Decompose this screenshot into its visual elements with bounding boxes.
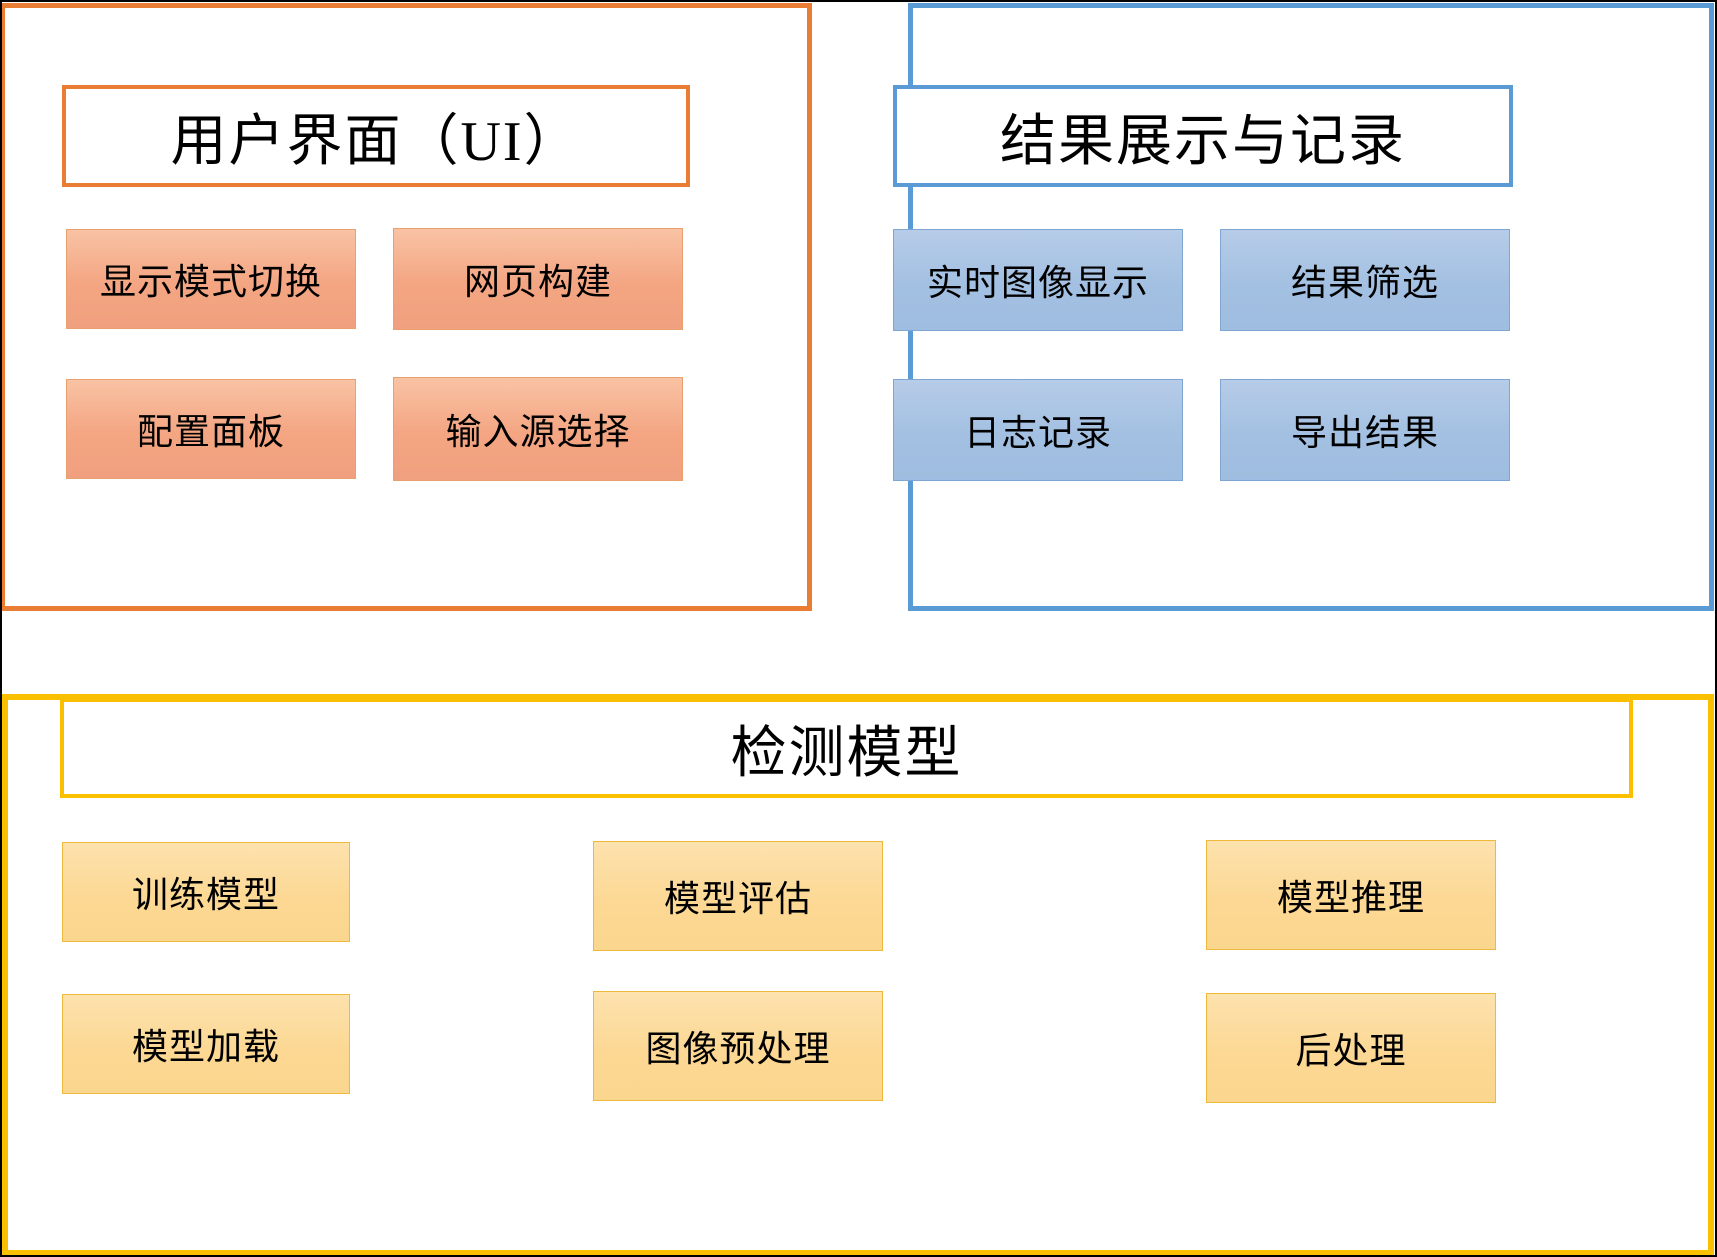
model-item-train-model[interactable]: 训练模型	[62, 842, 350, 942]
result-item-logging[interactable]: 日志记录	[893, 379, 1183, 481]
ui-item-display-mode-switch[interactable]: 显示模式切换	[66, 229, 356, 329]
ui-item-config-panel[interactable]: 配置面板	[66, 379, 356, 479]
ui-item-input-source-select[interactable]: 输入源选择	[393, 377, 683, 481]
group-title-results: 结果展示与记录	[893, 85, 1513, 187]
model-item-model-evaluation[interactable]: 模型评估	[593, 841, 883, 951]
ui-item-webpage-build[interactable]: 网页构建	[393, 228, 683, 330]
model-item-model-inference[interactable]: 模型推理	[1206, 840, 1496, 950]
result-item-export-results[interactable]: 导出结果	[1220, 379, 1510, 481]
group-title-ui: 用户界面（UI）	[62, 85, 690, 187]
result-item-result-filter[interactable]: 结果筛选	[1220, 229, 1510, 331]
group-title-model: 检测模型	[60, 698, 1633, 798]
model-item-postprocess[interactable]: 后处理	[1206, 993, 1496, 1103]
model-item-image-preprocess[interactable]: 图像预处理	[593, 991, 883, 1101]
model-item-model-load[interactable]: 模型加载	[62, 994, 350, 1094]
result-item-realtime-image-display[interactable]: 实时图像显示	[893, 229, 1183, 331]
